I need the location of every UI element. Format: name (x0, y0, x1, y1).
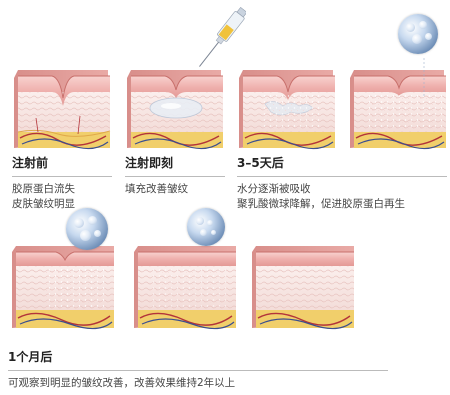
microsphere-bubble-icon (187, 208, 225, 246)
skin-panel-one-month-a (6, 238, 118, 334)
skin-panel-before-injection (8, 58, 114, 154)
divider (8, 370, 388, 371)
stage-text: 可观察到明显的皱纹改善，改善效果维持2年以上 (8, 376, 388, 391)
stage-title: 注射前 (12, 156, 112, 170)
divider (125, 176, 225, 177)
stage-text: 填充改善皱纹 (125, 182, 225, 197)
caption-immediately-after: 注射即刻 填充改善皱纹 (125, 156, 225, 197)
divider (237, 176, 447, 177)
stage-text: 水分逐渐被吸收 (237, 182, 447, 197)
stage-title: 注射即刻 (125, 156, 225, 170)
microsphere-bubble-icon (398, 14, 438, 54)
skin-panel-one-month-c (246, 238, 358, 334)
caption-one-month: 1个月后 可观察到明显的皱纹改善，改善效果维持2年以上 (8, 350, 388, 391)
skin-panel-one-month-b (128, 238, 240, 334)
caption-3-5-days: 3–5天后 水分逐渐被吸收 聚乳酸微球降解，促进胶原蛋白再生 (237, 156, 447, 212)
stage-text: 胶原蛋白流失 (12, 182, 112, 197)
divider (12, 176, 112, 177)
skin-panel-3-5-days (233, 58, 339, 154)
stage-title: 3–5天后 (237, 156, 447, 170)
stage-text: 聚乳酸微球降解，促进胶原蛋白再生 (237, 197, 447, 212)
microsphere-bubble-icon (66, 208, 108, 250)
caption-before-injection: 注射前 胶原蛋白流失 皮肤皱纹明显 (12, 156, 112, 212)
stage-title: 1个月后 (8, 350, 388, 364)
skin-panel-regeneration (344, 58, 450, 154)
